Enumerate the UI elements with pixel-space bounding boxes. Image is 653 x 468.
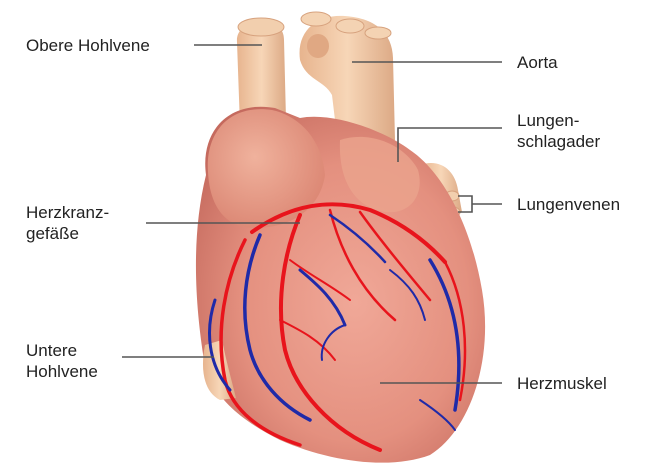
label-lungenschlagader-line2: schlagader xyxy=(517,131,600,152)
label-aorta-text: Aorta xyxy=(517,52,558,73)
label-obere-hohlvene: Obere Hohlvene xyxy=(26,35,150,56)
label-lungenvenen-text: Lungenvenen xyxy=(517,194,620,215)
label-herzmuskel-text: Herzmuskel xyxy=(517,373,607,394)
label-lungenschlagader: Lungen- schlagader xyxy=(517,110,600,152)
label-lungenvenen: Lungenvenen xyxy=(517,194,620,215)
label-untere-hohlvene: Untere Hohlvene xyxy=(26,340,98,382)
label-herzkranzgefaesse: Herzkranz- gefäße xyxy=(26,202,109,244)
label-untere-hohlvene-line1: Untere xyxy=(26,340,98,361)
label-herzmuskel: Herzmuskel xyxy=(517,373,607,394)
label-lungenschlagader-line1: Lungen- xyxy=(517,110,600,131)
label-aorta: Aorta xyxy=(517,52,558,73)
label-herzkranzgefaesse-line1: Herzkranz- xyxy=(26,202,109,223)
label-obere-hohlvene-text: Obere Hohlvene xyxy=(26,35,150,56)
label-herzkranzgefaesse-line2: gefäße xyxy=(26,223,109,244)
label-untere-hohlvene-line2: Hohlvene xyxy=(26,361,98,382)
